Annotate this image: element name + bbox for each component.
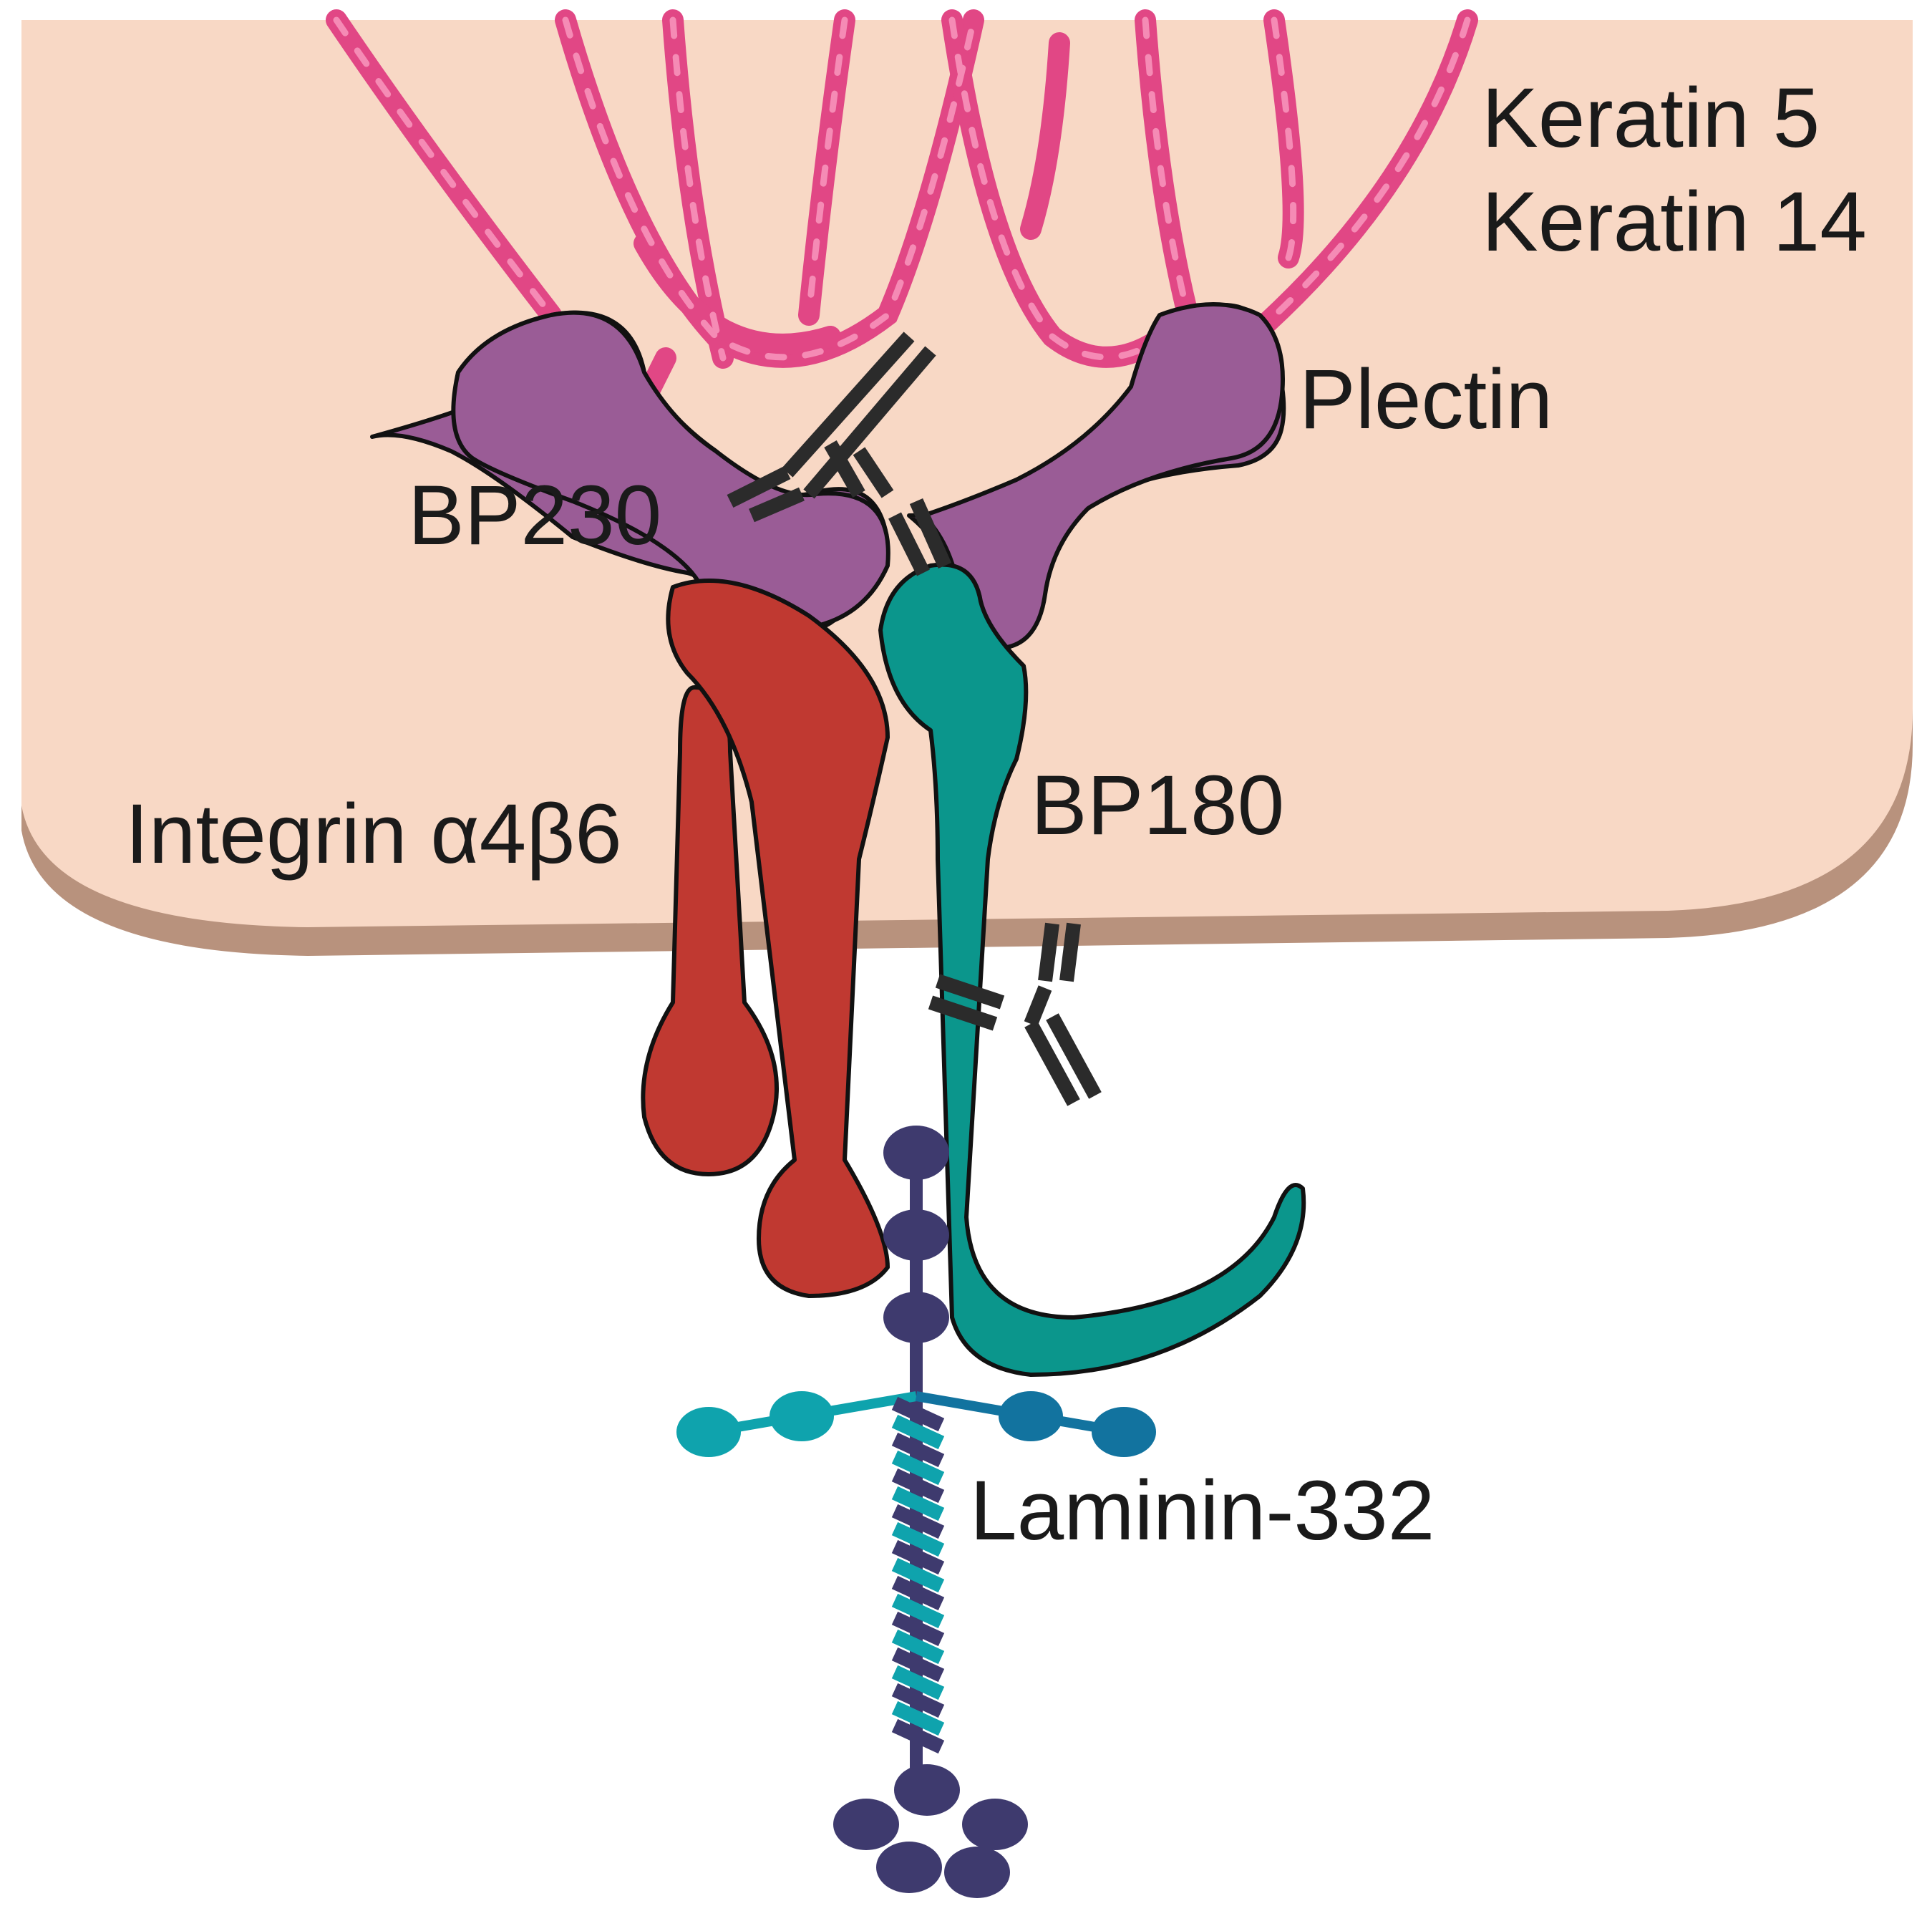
antibody-bp230 [727,332,952,576]
laminin-molecule-icon [676,1126,1156,1898]
plectin-domain [921,302,1285,650]
laminin-globular-domains [676,1126,1156,1898]
label-laminin: Laminin-332 [970,1464,1435,1558]
label-keratin-5: Keratin 5 [1482,71,1820,165]
label-bp180: BP180 [1031,758,1284,853]
integrin-beta-subunit [666,579,890,1298]
label-plectin: Plectin [1299,352,1553,447]
integrin-alpha-subunit [641,685,779,1176]
label-keratin-14: Keratin 14 [1482,175,1867,269]
antibody-icon [727,332,1102,1106]
labels: Keratin 5 Keratin 14 Plectin BP230 Integ… [125,71,1867,1558]
label-bp230: BP230 [408,468,661,563]
laminin-coiled-coil [891,1396,945,1754]
label-integrin: Integrin α4β6 [125,787,622,881]
antibody-bp180 [928,922,1102,1106]
bp180-protein [878,562,1306,1377]
integrin-protein [641,579,890,1298]
keratin-filament-icon [326,9,1478,412]
